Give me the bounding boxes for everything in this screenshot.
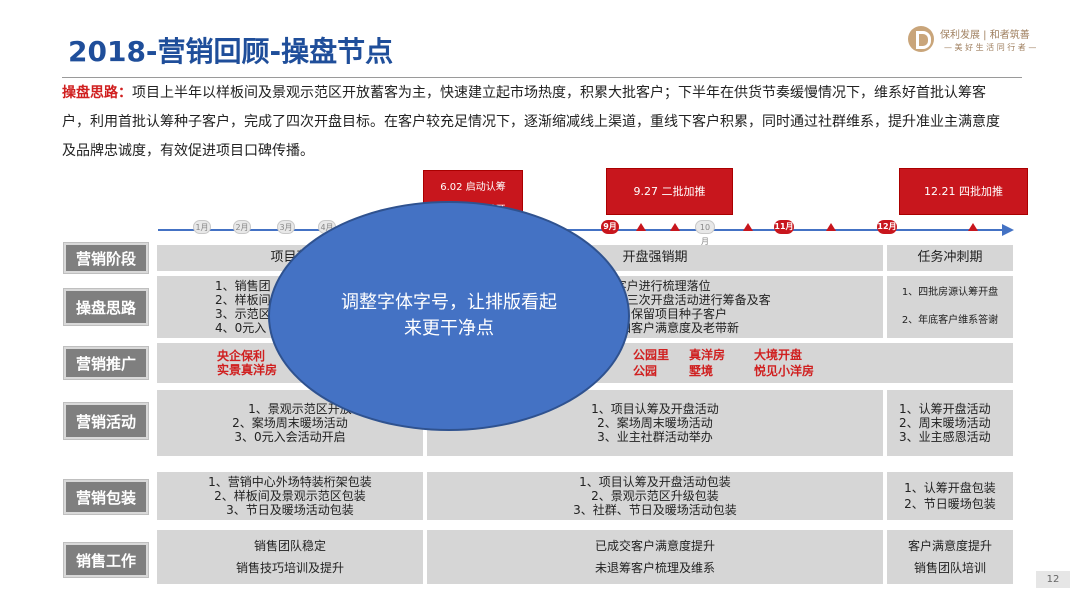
packaging-line: 3、节日及暖场活动包装: [226, 503, 354, 517]
strategy-line: 2、年底客户维系答谢: [901, 315, 999, 326]
packaging-line: 2、景观示范区升级包装: [591, 489, 719, 503]
timeline-month: 2月: [233, 220, 251, 234]
row-label-strategy: 操盘思路: [64, 289, 148, 325]
timeline-month: 11月: [774, 220, 794, 234]
milestone-marker-icon: [670, 223, 680, 231]
packaging-cell: 1、营销中心外场特装桁架包装 2、样板间及景观示范区包装 3、节日及暖场活动包装: [157, 472, 423, 520]
review-comment-bubble[interactable]: 调整字体字号，让排版看起来更干净点: [268, 201, 630, 431]
callout-second-release: 9.27 二批加推: [606, 168, 733, 215]
promotion-slogan: 实景真洋房: [217, 363, 278, 377]
sales-cell: 销售团队稳定 销售技巧培训及提升: [157, 530, 423, 584]
strategy-line: 1、销售团: [215, 279, 271, 293]
row-label-sales: 销售工作: [64, 543, 148, 577]
activity-line: 1、项目认筹及开盘活动: [591, 402, 719, 416]
promotion-slogan: 悦见小洋房: [754, 364, 815, 378]
packaging-line: 1、营销中心外场特装桁架包装: [208, 475, 372, 489]
packaging-cell: 1、认筹开盘包装 2、节日暖场包装: [887, 472, 1013, 520]
promotion-slogan: 墅境: [689, 364, 714, 378]
packaging-line: 1、认筹开盘包装: [904, 481, 996, 495]
activity-cell: 1、认筹开盘活动 2、周末暖场活动 3、业主感恩活动: [887, 390, 1013, 456]
milestone-marker-icon: [826, 223, 836, 231]
page-title: 2018-营销回顾-操盘节点: [68, 35, 394, 68]
promotion-slogan: 央企保利: [217, 349, 266, 363]
intro-paragraph: 操盘思路：项目上半年以样板间及景观示范区开放蓄客为主，快速建立起市场热度，积累大…: [62, 79, 1012, 166]
packaging-line: 3、社群、节日及暖场活动包装: [573, 503, 737, 517]
logo-text-main: 保利发展 | 和者筑善: [940, 30, 1030, 41]
packaging-cell: 1、项目认筹及开盘活动包装 2、景观示范区升级包装 3、社群、节日及暖场活动包装: [427, 472, 883, 520]
stage-cell: 任务冲刺期: [887, 245, 1013, 271]
activity-line: 1、认筹开盘活动: [899, 402, 991, 416]
activity-line: 1、景观示范区开放: [248, 402, 352, 416]
sales-line: 销售技巧培训及提升: [235, 561, 344, 575]
logo-mark-icon: [908, 26, 934, 52]
strategy-cell: 1、四批房源认筹开盘 2、年底客户维系答谢: [887, 276, 1013, 338]
activity-line: 2、案场周末暖场活动: [597, 416, 713, 430]
packaging-line: 2、节日暖场包装: [904, 497, 996, 511]
timeline-month: 12月: [877, 220, 897, 234]
title-divider: [62, 77, 1022, 78]
sales-line: 销售团队培训: [913, 561, 986, 575]
sales-cell: 已成交客户满意度提升 未退筹客户梳理及维系: [427, 530, 883, 584]
milestone-marker-icon: [636, 223, 646, 231]
timeline-month: 1月: [193, 220, 211, 234]
strategy-line: 4、0元入: [215, 321, 267, 335]
sales-line: 客户满意度提升: [907, 539, 992, 553]
callout-line: 6.02 启动认筹: [440, 182, 506, 193]
promotion-slogan: 大境开盘: [754, 348, 803, 362]
sales-cell: 客户满意度提升 销售团队培训: [887, 530, 1013, 584]
timeline-month: 9月: [601, 220, 619, 234]
milestone-marker-icon: [743, 223, 753, 231]
promotion-slogan: 真洋房: [689, 348, 726, 362]
strategy-line: 1、四批房源认筹开盘: [901, 287, 999, 298]
promotion-slogan: 公园里: [633, 348, 670, 362]
sales-line: 销售团队稳定: [253, 539, 326, 553]
timeline-arrow-icon: [1002, 224, 1014, 236]
poly-logo: 保利发展 | 和者筑善 — 美 好 生 活 同 行 者 —: [908, 24, 1048, 58]
activity-line: 2、案场周末暖场活动: [232, 416, 348, 430]
row-label-promotion: 营销推广: [64, 347, 148, 379]
activity-line: 3、0元入会活动开启: [234, 430, 346, 444]
intro-keyword: 操盘思路：: [62, 85, 132, 101]
activity-line: 3、业主社群活动举办: [597, 430, 713, 444]
activity-line: 3、业主感恩活动: [899, 430, 991, 444]
sales-line: 未退筹客户梳理及维系: [594, 561, 715, 575]
callout-fourth-release: 12.21 四批加推: [899, 168, 1028, 215]
packaging-line: 1、项目认筹及开盘活动包装: [579, 475, 731, 489]
timeline-axis: [158, 229, 1008, 231]
promotion-slogan: 公园: [633, 364, 658, 378]
intro-text: 项目上半年以样板间及景观示范区开放蓄客为主，快速建立起市场热度，积累大批客户；下…: [62, 85, 1000, 159]
row-label-stage: 营销阶段: [64, 243, 148, 273]
row-label-packaging: 营销包装: [64, 480, 148, 514]
row-label-activity: 营销活动: [64, 403, 148, 439]
logo-text-slogan: — 美 好 生 活 同 行 者 —: [944, 43, 1037, 52]
sales-line: 已成交客户满意度提升: [594, 539, 715, 553]
timeline-month: 3月: [277, 220, 295, 234]
page-number: 12: [1036, 571, 1070, 588]
packaging-line: 2、样板间及景观示范区包装: [214, 489, 366, 503]
activity-line: 2、周末暖场活动: [899, 416, 991, 430]
review-comment-text: 调整字体字号，让排版看起来更干净点: [341, 292, 557, 339]
milestone-marker-icon: [968, 223, 978, 231]
timeline-month: 10月: [695, 220, 715, 246]
